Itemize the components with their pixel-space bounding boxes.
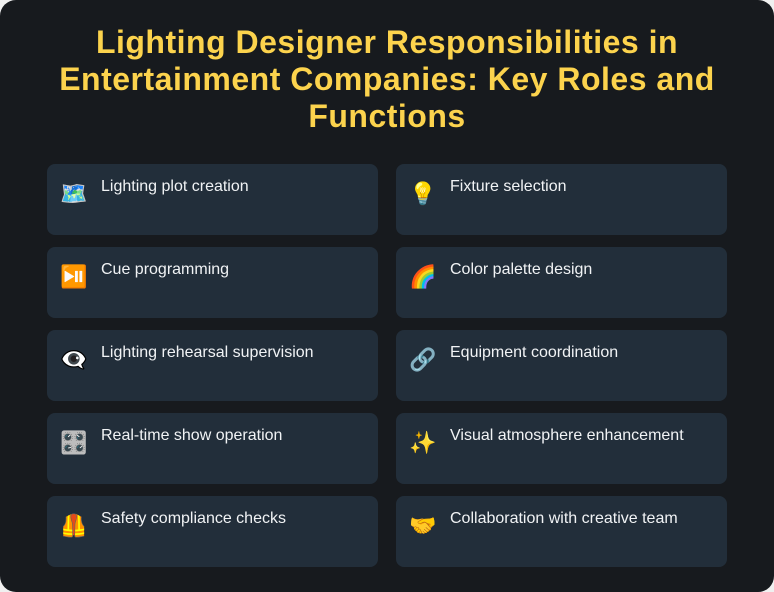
card-cue-programming: ⏯️ Cue programming	[47, 247, 378, 318]
card-label: Cue programming	[101, 261, 230, 278]
card-equipment-coordination: 🔗 Equipment coordination	[396, 330, 727, 401]
card-fixture-selection: 💡 Fixture selection	[396, 164, 727, 235]
card-label: Safety compliance checks	[101, 510, 286, 527]
card-label: Visual atmosphere enhancement	[450, 427, 684, 444]
play-pause-icon: ⏯️	[60, 265, 88, 290]
title-line: Lighting Designer Responsibilities in	[95, 24, 679, 60]
card-label: Real-time show operation	[101, 427, 283, 444]
card-label: Lighting rehearsal supervision	[101, 344, 314, 361]
card-label: Lighting plot creation	[101, 178, 249, 195]
light-bulb-icon: 💡	[409, 182, 437, 207]
rainbow-icon: 🌈	[409, 265, 437, 290]
card-safety-compliance-checks: 🦺 Safety compliance checks	[47, 496, 378, 567]
card-collaboration-with-creative-team: 🤝 Collaboration with creative team	[396, 496, 727, 567]
card-real-time-show-operation: 🎛️ Real-time show operation	[47, 413, 378, 484]
card-label: Fixture selection	[450, 178, 567, 195]
responsibilities-grid: 🗺️ Lighting plot creation 💡 Fixture sele…	[47, 164, 727, 567]
card-visual-atmosphere-enhancement: ✨ Visual atmosphere enhancement	[396, 413, 727, 484]
card-lighting-rehearsal-supervision: 👁️‍🗨️ Lighting rehearsal supervision	[47, 330, 378, 401]
title-line: Entertainment Companies: Key Roles and	[59, 61, 715, 97]
title-line: Functions	[308, 98, 466, 134]
card-lighting-plot-creation: 🗺️ Lighting plot creation	[47, 164, 378, 235]
handshake-icon: 🤝	[409, 514, 437, 539]
safety-vest-icon: 🦺	[60, 514, 88, 539]
card-label: Equipment coordination	[450, 344, 619, 361]
card-color-palette-design: 🌈 Color palette design	[396, 247, 727, 318]
card-label: Color palette design	[450, 261, 593, 278]
link-icon: 🔗	[409, 348, 437, 373]
page-title: Lighting Designer Responsibilities in En…	[0, 24, 774, 135]
sparkles-icon: ✨	[409, 431, 437, 456]
eye-speech-bubble-icon: 👁️‍🗨️	[60, 348, 88, 373]
control-knobs-icon: 🎛️	[60, 431, 88, 456]
world-map-icon: 🗺️	[60, 182, 88, 207]
card-label: Collaboration with creative team	[450, 510, 678, 527]
